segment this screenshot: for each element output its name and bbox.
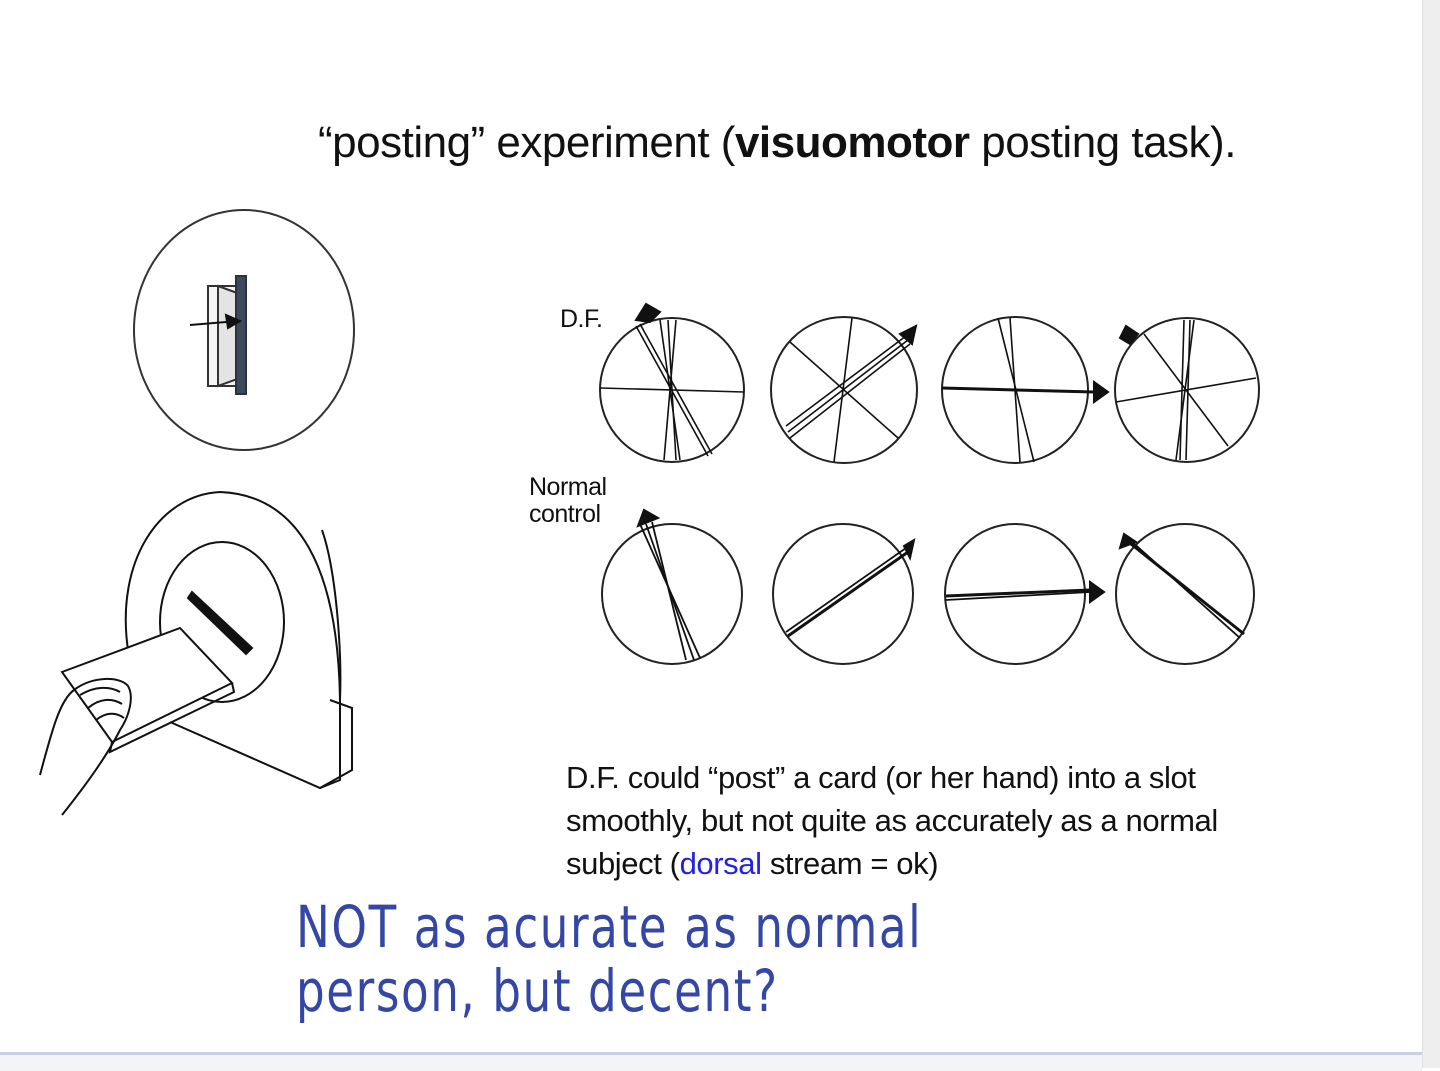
handwritten-line-1: NOT as acurate as normal — [296, 893, 923, 961]
slide-page: “posting” experiment (visuomotor posting… — [39, 118, 1396, 1023]
handwritten-line-2: person, but decent? — [296, 957, 779, 1025]
df-trial-circles — [599, 302, 1260, 464]
slot-closeup-diagram — [133, 209, 355, 451]
title-text-post: posting task). — [969, 118, 1236, 167]
vertical-scrollbar-track[interactable] — [1422, 0, 1440, 1068]
slide-title: “posting” experiment (visuomotor posting… — [318, 118, 1236, 168]
title-text-bold: visuomotor — [734, 118, 970, 167]
posting-apparatus-figure — [39, 209, 1260, 816]
dorsal-highlight: dorsal — [679, 846, 762, 881]
page-bottom-border — [0, 1052, 1422, 1071]
normal-row-label-line1: Normal — [529, 473, 607, 501]
caption-line-3: subject (dorsal stream = ok) — [566, 846, 939, 881]
posting-device-illustration — [39, 490, 353, 816]
df-row-label: D.F. — [560, 305, 603, 333]
caption-line-1: D.F. could “post” a card (or her hand) i… — [566, 760, 1196, 795]
normal-row-label-line2: control — [529, 500, 601, 528]
normal-control-trial-circles — [601, 508, 1255, 665]
title-text-pre: “posting” experiment ( — [318, 118, 735, 167]
caption-text: D.F. could “post” a card (or her hand) i… — [566, 756, 1396, 885]
caption-line-2: smoothly, but not quite as accurately as… — [566, 803, 1218, 838]
handwritten-annotation: NOT as acurate as normal person, but dec… — [296, 895, 922, 1023]
